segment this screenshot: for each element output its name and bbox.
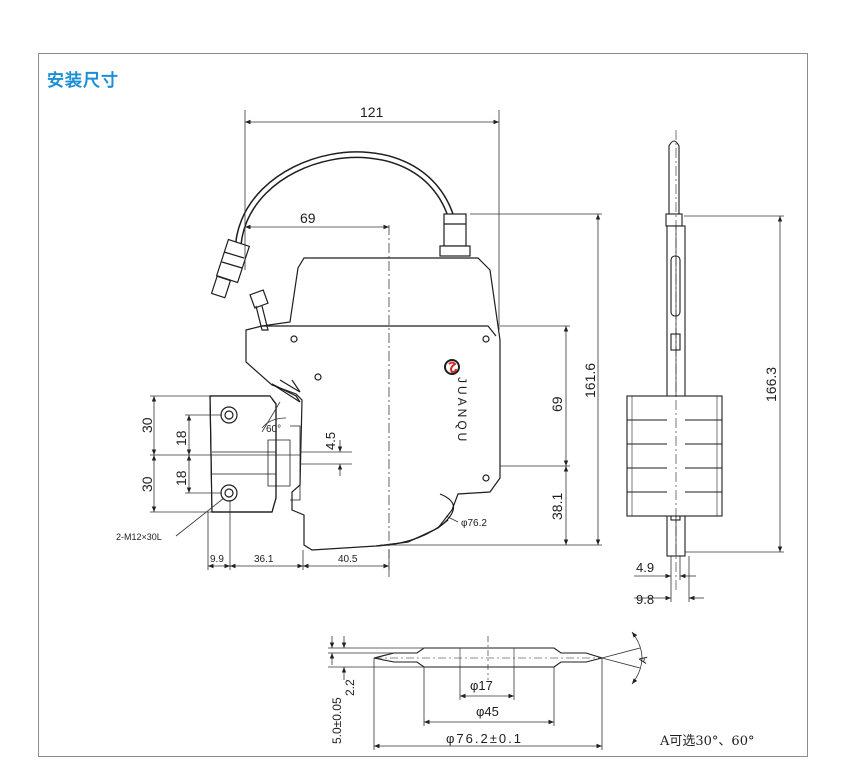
cable-connector-right (439, 213, 471, 257)
dim-bottom-40-5: 40.5 (338, 554, 358, 565)
angle-letter: A (637, 655, 650, 665)
angle-note: A可选30°、60° (659, 734, 754, 749)
dim-wheel-76: φ76.2 (461, 518, 487, 529)
screw-hole (314, 373, 322, 381)
bolt-label: 2-M12×30L (116, 532, 162, 542)
dim-offset-4-5: 4.5 (323, 432, 338, 450)
brand-logo: JUANQU (444, 359, 469, 444)
brand-name: JUANQU (455, 377, 469, 444)
side-fins (626, 395, 723, 517)
dim-height-161: 161.6 (582, 363, 598, 398)
dim-wheel-outer: φ76.2±0.1 (446, 731, 523, 746)
adjuster-knob (249, 289, 269, 331)
dim-hole-18-top: 18 (173, 430, 189, 446)
screw-hole (290, 335, 298, 343)
dim-bottom-9-9: 9.9 (210, 554, 224, 565)
wheel-section (373, 636, 605, 680)
dim-hole-30-bottom: 30 (139, 476, 155, 492)
dim-wheel-width: 5.0±0.05 (330, 697, 344, 744)
cable-connector-left (210, 238, 251, 299)
screw-hole (482, 474, 490, 482)
tool-body (245, 257, 501, 551)
dim-width-121: 121 (360, 104, 384, 120)
cable-arc (234, 151, 456, 259)
dim-bottom-36-1: 36.1 (254, 554, 274, 565)
dim-side-height: 166.3 (763, 367, 779, 402)
drawing-frame (38, 53, 808, 757)
dim-wheel-mid: φ45 (476, 704, 499, 719)
dim-wheel-hub: φ17 (470, 678, 493, 693)
dim-lower-38: 38.1 (549, 493, 565, 520)
dim-angle-60: 60° (266, 424, 281, 435)
dim-hole-30-top: 30 (139, 417, 155, 433)
dim-wheel-edge: 2.2 (343, 679, 357, 696)
dim-center-69: 69 (300, 210, 316, 226)
dim-hole-18-bottom: 18 (173, 470, 189, 486)
screw-hole (482, 335, 490, 343)
dim-upper-69: 69 (549, 396, 565, 412)
side-view (626, 130, 723, 590)
dim-side-9-8: 9.8 (636, 592, 654, 607)
dim-side-4-9: 4.9 (636, 560, 654, 575)
section-title: 安装尺寸 (47, 71, 119, 91)
